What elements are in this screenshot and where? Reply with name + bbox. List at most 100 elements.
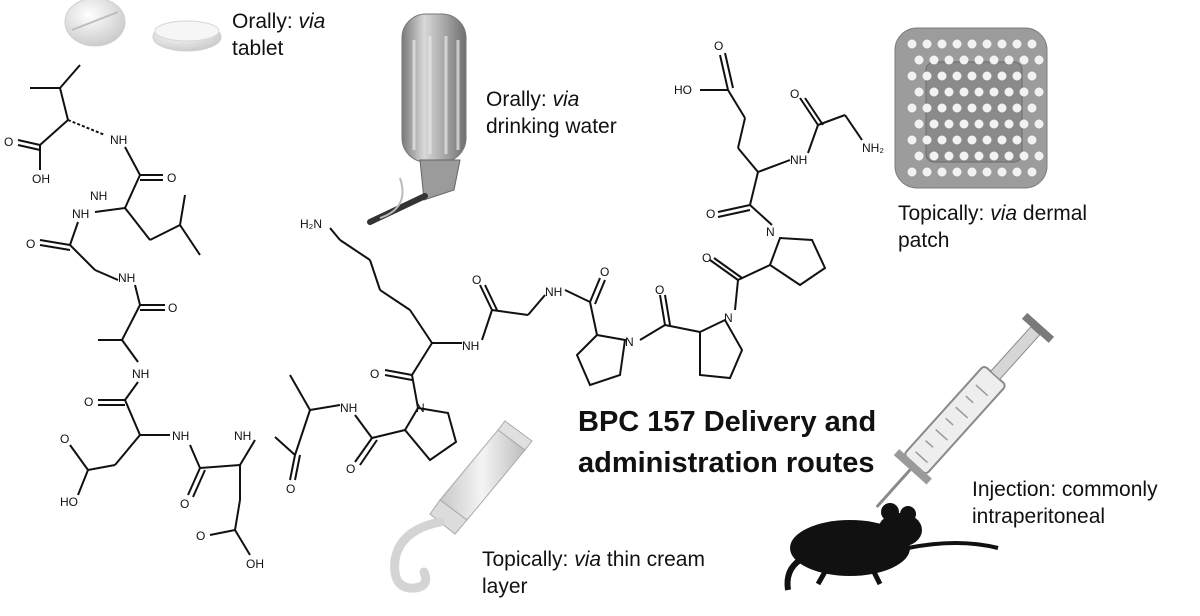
patch-perforation-dot: [937, 135, 947, 145]
route-label-tablet: Orally: via tablet: [232, 8, 325, 62]
route-detail-line2: patch: [898, 229, 950, 252]
atom-label: O: [196, 529, 205, 543]
atom-label: O: [370, 367, 379, 381]
patch-perforation-dot: [997, 71, 1007, 81]
atom-label: NH: [110, 133, 127, 147]
atom-label: N: [766, 225, 775, 239]
patch-perforation-dot: [944, 119, 954, 129]
patch-perforation-dot: [982, 167, 992, 177]
atom-label: OH: [32, 172, 50, 186]
patch-perforation-dot: [914, 87, 924, 97]
atom-label: NH: [90, 189, 107, 203]
cream-tube-icon: [390, 420, 533, 593]
atom-label: O: [600, 265, 609, 279]
mouse-icon: [784, 503, 999, 591]
patch-perforation-dot: [959, 87, 969, 97]
route-detail-line2: intraperitoneal: [972, 505, 1106, 528]
atom-label: HO: [60, 495, 78, 509]
patch-perforation-dot: [1012, 39, 1022, 49]
atom-label: NH: [132, 367, 149, 381]
patch-perforation-dot: [974, 151, 984, 161]
atom-label: NH: [118, 271, 135, 285]
patch-perforation-dot: [937, 103, 947, 113]
route-prefix: Orally:: [232, 10, 299, 33]
route-detail: Injection: commonly: [972, 478, 1158, 501]
patch-perforation-dot: [929, 87, 939, 97]
patch-perforation-dot: [929, 119, 939, 129]
patch-perforation-dot: [997, 103, 1007, 113]
patch-perforation-dot: [959, 55, 969, 65]
patch-perforation-dot: [914, 119, 924, 129]
patch-perforation-dot: [914, 151, 924, 161]
dermal-patch-icon: [894, 27, 1048, 189]
patch-perforation-dot: [952, 167, 962, 177]
atom-label: NH: [172, 429, 189, 443]
patch-perforation-dot: [967, 167, 977, 177]
atom-label: O: [346, 462, 355, 476]
atom-label: O: [60, 432, 69, 446]
route-detail: tablet: [232, 37, 284, 60]
patch-perforation-dot: [1012, 71, 1022, 81]
route-prefix: Topically:: [482, 548, 575, 571]
patch-perforation-dot: [1012, 167, 1022, 177]
patch-perforation-dot: [1004, 151, 1014, 161]
patch-perforation-dot: [907, 39, 917, 49]
patch-perforation-dot: [1027, 103, 1037, 113]
patch-perforation-dot: [952, 103, 962, 113]
patch-perforation-dot: [1034, 151, 1044, 161]
atom-label: N: [625, 335, 634, 349]
route-label-injection: Injection: commonly intraperitoneal: [972, 476, 1158, 530]
patch-perforation-dot: [982, 103, 992, 113]
patch-perforation-dot: [1034, 55, 1044, 65]
patch-perforation-dot: [997, 167, 1007, 177]
patch-perforation-dot: [914, 55, 924, 65]
tablet-icon: [64, 0, 222, 52]
patch-perforation-dot: [929, 151, 939, 161]
patch-perforation-dot: [989, 55, 999, 65]
patch-perforation-dot: [967, 135, 977, 145]
patch-perforation-dot: [952, 71, 962, 81]
patch-perforation-dot: [967, 39, 977, 49]
patch-perforation-dot: [944, 87, 954, 97]
patch-perforation-dot: [997, 39, 1007, 49]
patch-perforation-dot: [967, 71, 977, 81]
patch-perforation-dot: [922, 103, 932, 113]
route-detail: dermal: [1017, 202, 1088, 225]
route-via: via: [298, 10, 326, 33]
atom-label: N: [724, 311, 733, 325]
patch-perforation-dot: [982, 39, 992, 49]
page-title: BPC 157 Delivery and administration rout…: [578, 402, 908, 484]
atom-label: O: [790, 87, 799, 101]
patch-perforation-dot: [907, 103, 917, 113]
patch-perforation-dot: [944, 55, 954, 65]
atom-label: NH: [72, 207, 89, 221]
patch-perforation-dot: [974, 87, 984, 97]
patch-perforation-dot: [1019, 119, 1029, 129]
atom-label: NH: [790, 153, 807, 167]
atom-label: O: [702, 251, 711, 265]
patch-perforation-dot: [937, 71, 947, 81]
atom-label: OH: [246, 557, 264, 571]
route-via: via: [574, 548, 602, 571]
patch-perforation-dot: [922, 167, 932, 177]
patch-perforation-dot: [997, 135, 1007, 145]
atom-label: NH: [234, 429, 251, 443]
patch-perforation-dot: [1019, 87, 1029, 97]
patch-perforation-dot: [989, 87, 999, 97]
patch-perforation-dot: [944, 151, 954, 161]
atom-label: NH: [462, 339, 479, 353]
patch-perforation-dot: [967, 103, 977, 113]
atom-label: O: [286, 482, 295, 496]
patch-perforation-dot: [952, 135, 962, 145]
patch-perforation-dot: [1034, 87, 1044, 97]
patch-perforation-dot: [929, 55, 939, 65]
patch-perforation-dot: [922, 71, 932, 81]
atom-label: H₂N: [300, 217, 322, 231]
patch-perforation-dot: [1004, 87, 1014, 97]
patch-perforation-dot: [1019, 151, 1029, 161]
atom-label: O: [84, 395, 93, 409]
patch-perforation-dot: [1012, 103, 1022, 113]
patch-perforation-dot: [1019, 55, 1029, 65]
